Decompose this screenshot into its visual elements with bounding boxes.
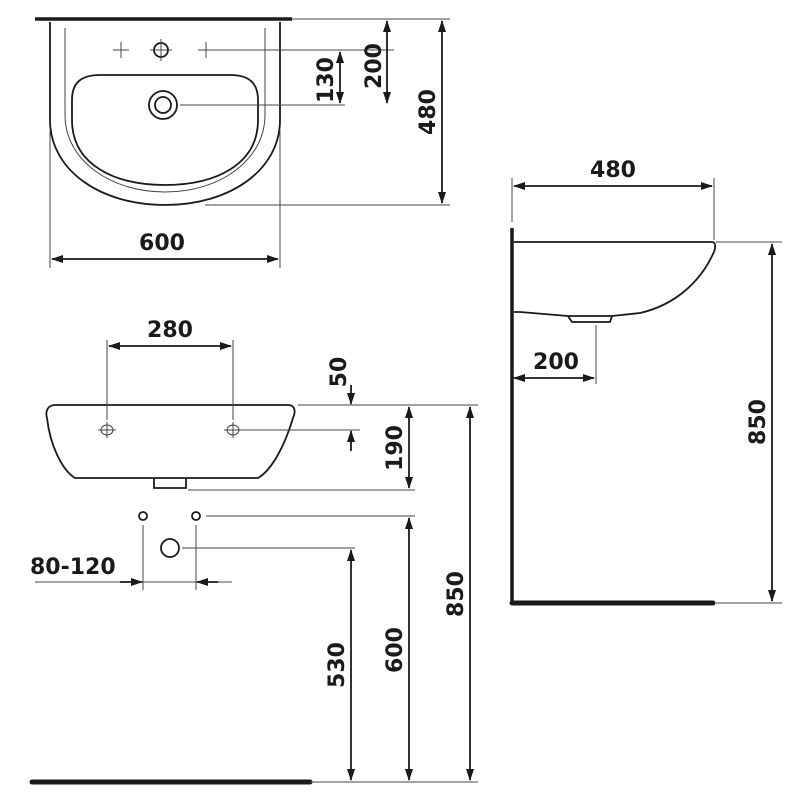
top-width-label: 600 [139,231,185,256]
top-tap-hole-label: 200 [362,43,387,89]
tap-hole-left-icon [113,42,129,58]
front-bolt-spacing-label: 280 [147,318,193,343]
front-trap-spacing-label: 80-120 [30,555,116,580]
supply-valve-right-icon [191,511,201,521]
drain-outlet-side [567,315,613,323]
front-supply-height-label: 600 [383,627,408,673]
top-depth-label: 480 [416,89,441,135]
top-drain-offset-label: 130 [314,57,339,103]
drain-icon-top [148,90,178,120]
top-view: 600 480 200 130 [35,17,450,268]
front-bolt-offset-label: 50 [327,357,352,388]
front-drain-height-label: 530 [325,642,350,688]
side-drain-offset-label: 200 [533,350,579,375]
basin-rim-inner-top [64,28,266,193]
side-rim-height-label: 850 [746,399,771,445]
bolt-hole-left-icon [98,422,116,438]
basin-outline-top [49,22,281,206]
bolt-hole-right-icon [224,422,242,438]
bowl-outline-top [71,74,259,186]
drain-outlet-front [153,478,187,489]
side-depth-label: 480 [590,158,636,183]
basin-outline-front [45,404,296,479]
tap-hole-center-icon [150,39,172,61]
waste-pipe-icon [160,538,180,558]
front-rim-height-label: 850 [444,571,469,617]
front-view: 280 50 190 80-120 [29,318,478,785]
tap-hole-right-icon [198,42,214,58]
supply-valve-left-icon [138,511,148,521]
basin-profile-side [514,241,717,317]
side-view: 480 200 850 [509,158,782,606]
front-basin-height-label: 190 [383,425,408,471]
